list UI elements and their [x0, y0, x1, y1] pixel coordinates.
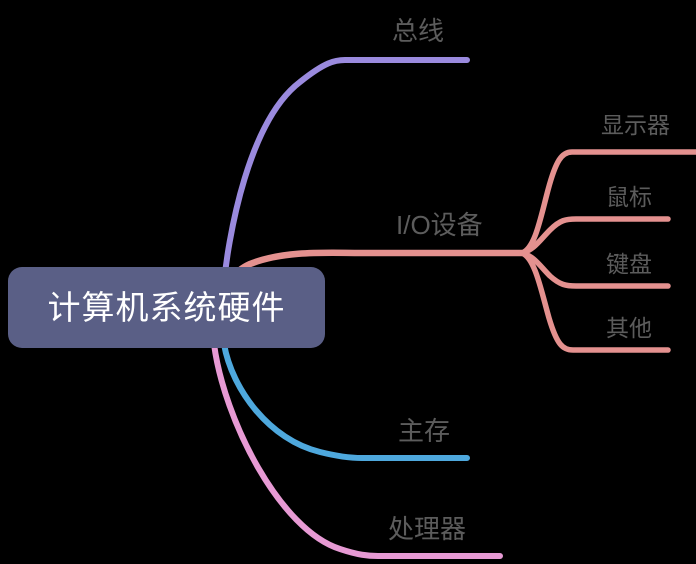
branch-label-bus[interactable]: 总线 — [392, 16, 445, 46]
subbranch-label-monitor[interactable]: 显示器 — [601, 112, 670, 138]
branch-path-bus — [219, 57, 470, 303]
subbranch-path-mouse — [519, 216, 671, 256]
subbranch-label-keyboard[interactable]: 键盘 — [606, 251, 652, 277]
root-node-label: 计算机系统硬件 — [47, 289, 286, 326]
subbranch-path-keyboard — [519, 250, 671, 289]
branch-label-processor[interactable]: 处理器 — [388, 514, 467, 544]
root-node[interactable]: 计算机系统硬件 — [8, 267, 325, 348]
io-subbranch-paths — [519, 149, 696, 353]
branch-label-memory[interactable]: 主存 — [398, 416, 451, 446]
branch-path-memory — [221, 341, 470, 461]
branch-path-processor — [211, 341, 503, 559]
subbranch-label-mouse[interactable]: 鼠标 — [606, 184, 652, 210]
branch-label-io[interactable]: I/O设备 — [396, 210, 483, 240]
subbranch-path-monitor — [519, 149, 696, 256]
subbranch-label-other[interactable]: 其他 — [606, 315, 652, 341]
subbranch-path-other — [519, 250, 671, 353]
